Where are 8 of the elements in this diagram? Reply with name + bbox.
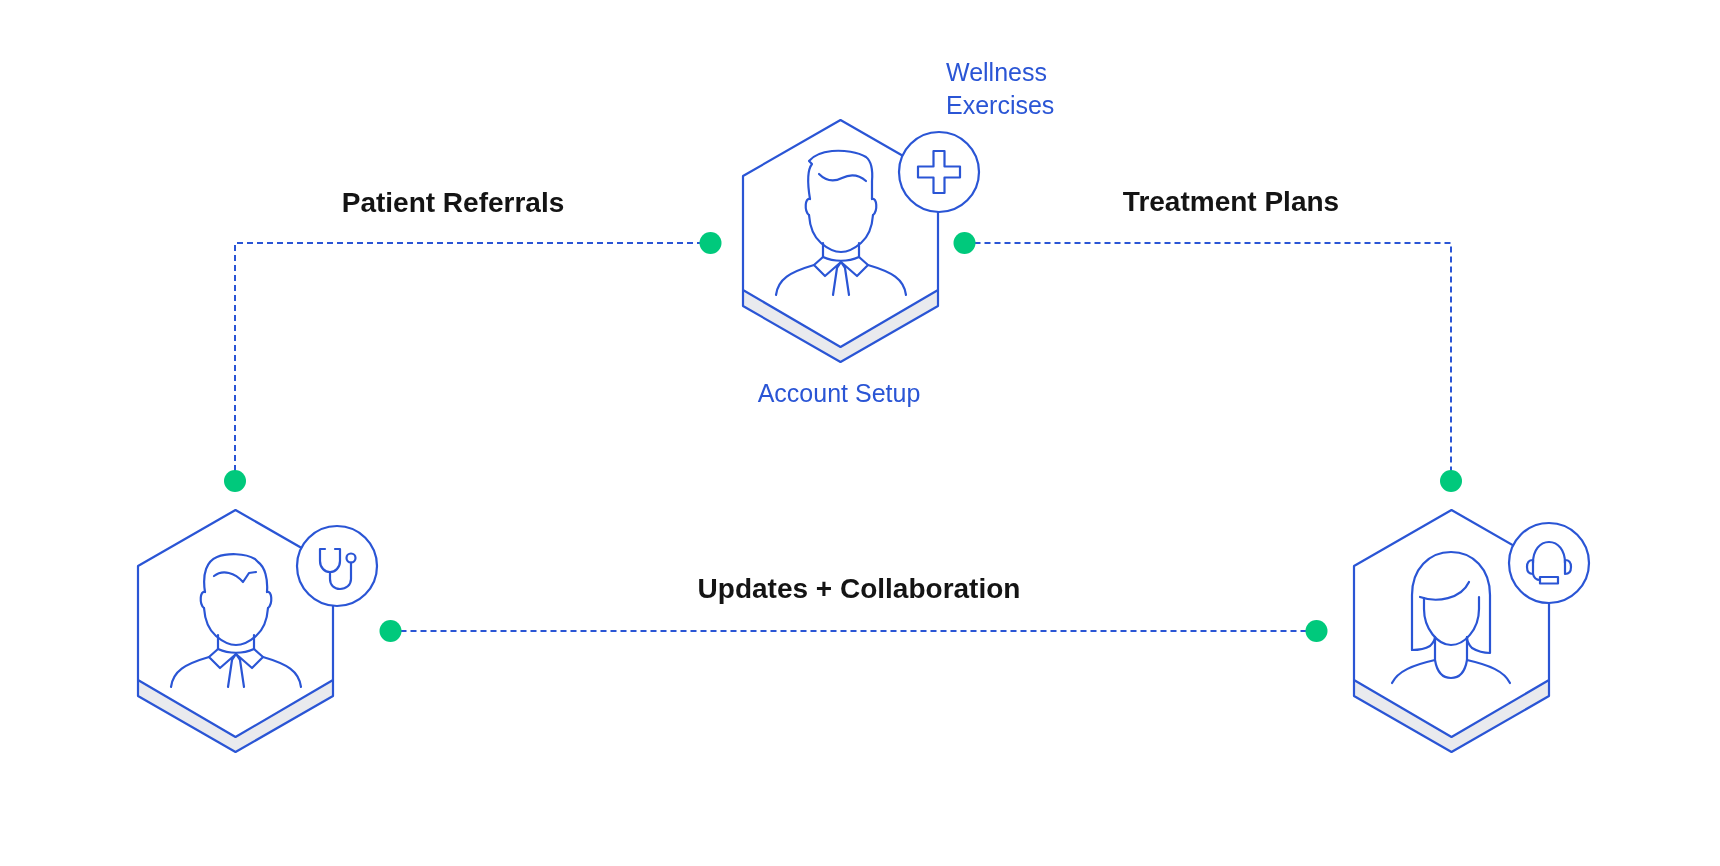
person-hexagon xyxy=(136,509,334,753)
feature-caption: Account Setup xyxy=(757,378,921,409)
dashed-connector xyxy=(224,232,722,492)
dashed-connector xyxy=(379,620,1328,642)
feature-caption: Wellness Exercises xyxy=(946,57,1056,121)
dashed-connector xyxy=(953,232,1462,492)
person-hexagon xyxy=(1352,509,1550,753)
person-hexagon xyxy=(741,119,939,363)
